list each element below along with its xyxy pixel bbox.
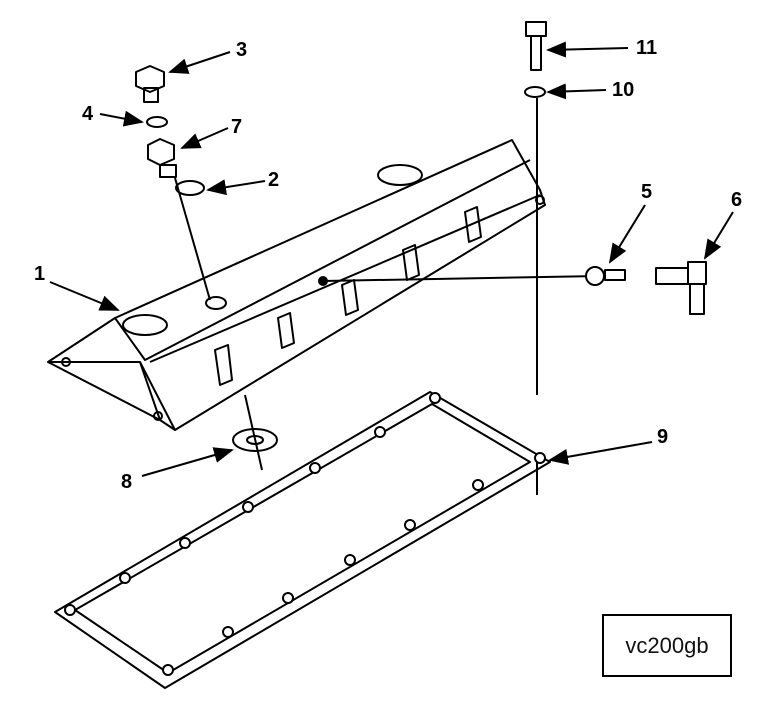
bolt-and-washer — [524, 21, 547, 395]
oil-filler-parts — [135, 65, 278, 471]
figure-code-label: vc200gb — [602, 614, 732, 677]
callout-11: 11 — [636, 37, 657, 59]
callout-2: 2 — [268, 169, 279, 191]
gasket — [54, 391, 551, 689]
callout-8: 8 — [121, 471, 132, 493]
callout-9: 9 — [657, 426, 668, 448]
callout-6: 6 — [731, 189, 742, 211]
callout-10: 10 — [612, 79, 634, 101]
callout-7: 7 — [231, 116, 242, 138]
callout-4: 4 — [82, 103, 94, 125]
leader-arrows — [49, 41, 734, 477]
valve-cover — [47, 139, 546, 431]
callout-1: 1 — [34, 263, 45, 285]
callout-5: 5 — [641, 181, 652, 203]
callout-3: 3 — [236, 39, 247, 61]
breather-fittings — [322, 261, 707, 315]
